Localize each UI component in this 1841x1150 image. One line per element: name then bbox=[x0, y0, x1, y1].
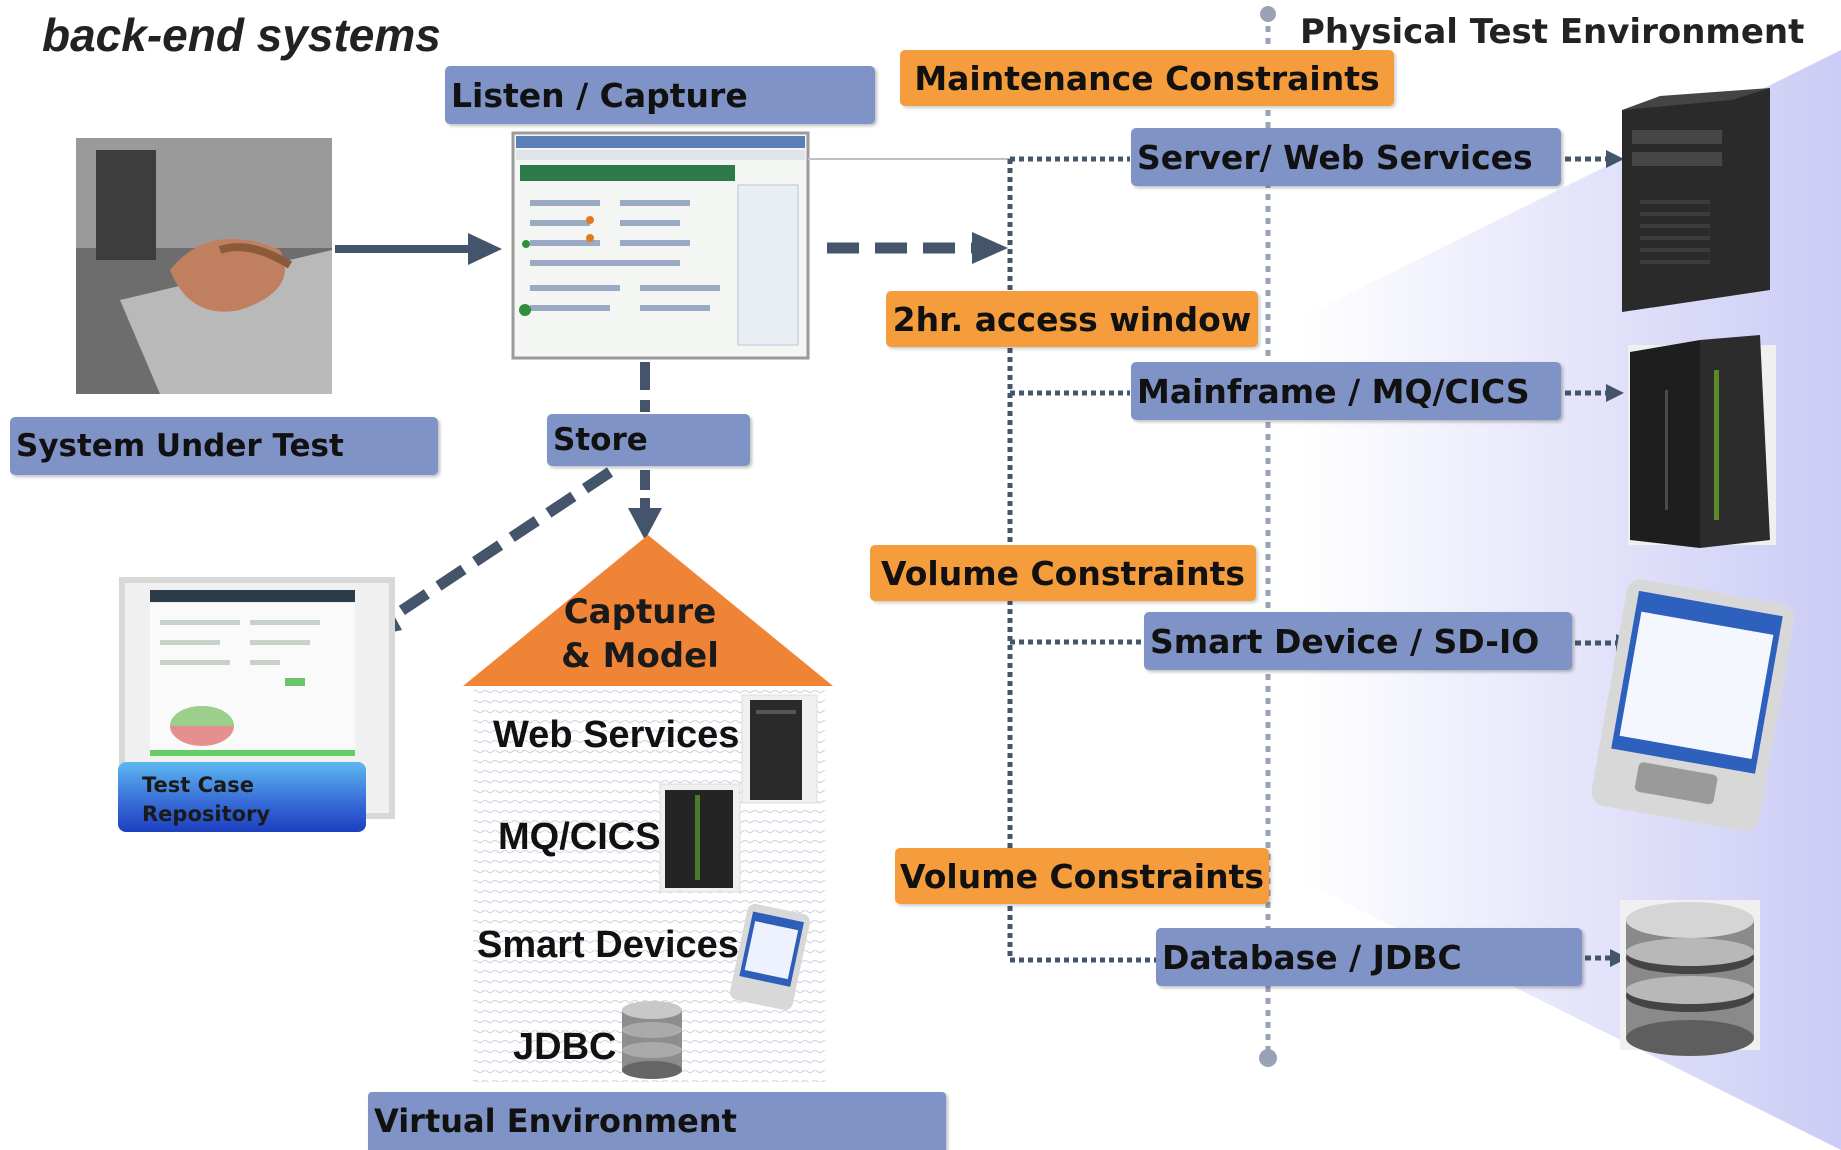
virtual-service-mq-cics: MQ/CICS bbox=[498, 816, 661, 858]
laptop-typing-photo bbox=[76, 138, 332, 394]
database-icon-small bbox=[622, 1001, 682, 1079]
smart-device-icon-small bbox=[730, 903, 810, 1011]
physical-mainframe-mq-cics: Mainframe / MQ/CICS bbox=[1131, 362, 1561, 420]
server-tower-icon bbox=[1622, 88, 1770, 312]
capture-model-triangle bbox=[463, 535, 833, 686]
virtual-service-web-services: Web Services bbox=[493, 714, 740, 756]
physical-server-web-services: Server/ Web Services bbox=[1131, 128, 1561, 186]
repository-line2: Repository bbox=[142, 802, 271, 826]
mainframe-icon bbox=[1628, 335, 1776, 548]
capture-model-label: Capture & Model bbox=[520, 590, 760, 678]
test-case-repository-label: Test Case Repository bbox=[118, 762, 366, 832]
database-icon bbox=[1620, 900, 1760, 1056]
diagram-title: back-end systems bbox=[42, 9, 441, 61]
physical-environment-title: Physical Test Environment bbox=[1300, 12, 1805, 52]
repository-line1: Test Case bbox=[142, 773, 254, 797]
physical-smart-device-sd-io: Smart Device / SD-IO bbox=[1144, 612, 1572, 670]
capture-model-line2: & Model bbox=[561, 636, 719, 676]
system-under-test-label: System Under Test bbox=[10, 417, 438, 475]
virtual-environment-label: Virtual Environment bbox=[368, 1092, 946, 1150]
mainframe-icon-small bbox=[659, 783, 741, 893]
server-tower-icon-small bbox=[741, 694, 818, 804]
constraint-access-window: 2hr. access window bbox=[886, 291, 1258, 347]
listen-capture-label: Listen / Capture bbox=[445, 66, 875, 124]
constraint-maintenance: Maintenance Constraints bbox=[900, 50, 1394, 106]
physical-environment-panel bbox=[1300, 50, 1841, 1150]
constraint-volume-1: Volume Constraints bbox=[870, 545, 1256, 601]
virtual-service-smart-devices: Smart Devices bbox=[477, 924, 739, 966]
virtual-service-jdbc: JDBC bbox=[513, 1026, 617, 1068]
smart-device-icon bbox=[1591, 579, 1795, 831]
constraint-volume-2: Volume Constraints bbox=[895, 848, 1269, 904]
capture-model-line1: Capture bbox=[563, 592, 717, 632]
app-screenshot-icon bbox=[511, 131, 810, 360]
store-label: Store bbox=[547, 414, 750, 466]
physical-database-jdbc: Database / JDBC bbox=[1156, 928, 1582, 986]
